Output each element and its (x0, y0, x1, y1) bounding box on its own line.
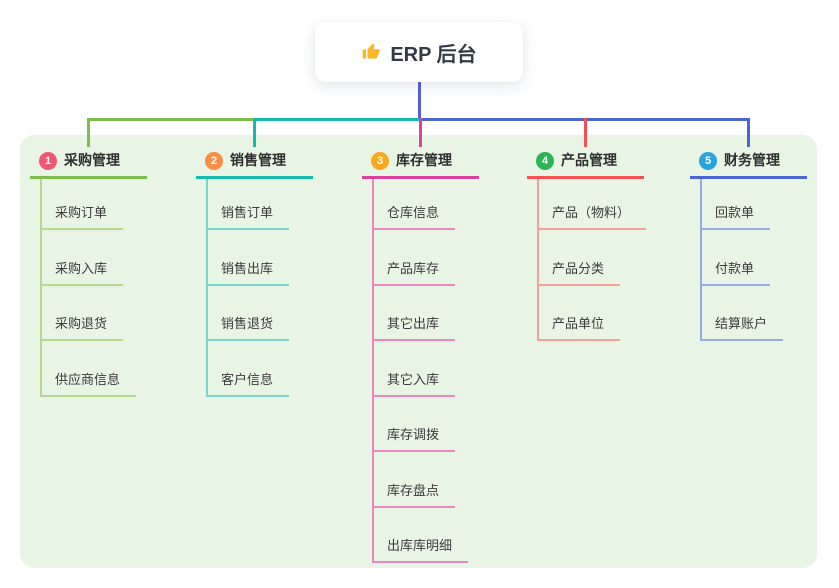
child-node-label: 采购订单 (55, 205, 108, 220)
child-node[interactable]: 产品（物料） (537, 203, 647, 230)
thumbs-up-icon (361, 42, 381, 62)
child-node[interactable]: 产品单位 (537, 314, 621, 341)
child-link-line (206, 179, 208, 397)
branch-label: 财务管理 (724, 152, 780, 168)
child-node[interactable]: 客户信息 (206, 370, 290, 397)
child-link-line (537, 179, 539, 341)
child-node[interactable]: 供应商信息 (40, 370, 137, 397)
branch-badge: 4 (536, 151, 554, 170)
child-link-line (372, 179, 374, 563)
child-node-label: 销售订单 (221, 205, 274, 220)
child-node[interactable]: 付款单 (700, 259, 771, 286)
child-node-label: 销售退货 (221, 316, 274, 331)
child-node[interactable]: 其它入库 (372, 370, 456, 397)
root-node-label: ERP 后台 (390, 43, 477, 66)
child-node[interactable]: 库存调拨 (372, 425, 456, 452)
branch-label: 库存管理 (396, 152, 452, 168)
child-node[interactable]: 采购订单 (40, 203, 124, 230)
child-node-label: 库存调拨 (387, 427, 440, 442)
child-node-label: 仓库信息 (387, 205, 440, 220)
branch-drop-line (87, 118, 90, 147)
child-node-label: 销售出库 (221, 260, 274, 276)
child-node[interactable]: 其它出库 (372, 314, 456, 341)
child-link-line (40, 179, 42, 397)
child-node-label: 采购退货 (55, 316, 108, 331)
child-node[interactable]: 出库库明细 (372, 536, 469, 563)
child-node[interactable]: 销售订单 (206, 203, 290, 230)
child-node-label: 采购入库 (55, 260, 108, 276)
branch-drop-line (747, 118, 750, 147)
branch-label: 销售管理 (230, 152, 286, 168)
branch-node-purchase[interactable]: 1 采购管理 (30, 150, 147, 179)
child-node[interactable]: 库存盘点 (372, 481, 456, 508)
branch-drop-line (253, 118, 256, 147)
connector-segment (253, 118, 422, 121)
child-node-label: 回款单 (715, 205, 755, 220)
child-node-label: 产品（物料） (552, 205, 631, 220)
child-node-label: 产品单位 (552, 316, 605, 331)
branch-node-finance[interactable]: 5 财务管理 (690, 150, 807, 179)
child-node-label: 库存盘点 (387, 482, 440, 498)
branch-badge: 5 (699, 151, 717, 170)
child-node-label: 付款单 (715, 260, 755, 276)
child-node[interactable]: 销售退货 (206, 314, 290, 341)
child-node-label: 产品分类 (552, 260, 605, 276)
child-node-label: 产品库存 (387, 260, 440, 276)
child-node[interactable]: 销售出库 (206, 259, 290, 286)
root-node[interactable]: ERP 后台 (315, 22, 523, 82)
branch-label: 采购管理 (64, 152, 120, 168)
child-node-label: 其它出库 (387, 316, 440, 331)
child-node-label: 其它入库 (387, 371, 440, 387)
branch-label: 产品管理 (561, 152, 617, 168)
child-node[interactable]: 产品分类 (537, 259, 621, 286)
child-node-label: 结算账户 (715, 316, 768, 331)
mindmap-panel (20, 135, 817, 568)
branch-badge: 2 (205, 151, 223, 170)
branch-node-product[interactable]: 4 产品管理 (527, 150, 644, 179)
child-node[interactable]: 采购入库 (40, 259, 124, 286)
child-node[interactable]: 结算账户 (700, 314, 784, 341)
branch-badge: 1 (39, 151, 57, 170)
child-node-label: 客户信息 (221, 371, 274, 387)
branch-node-sales[interactable]: 2 销售管理 (196, 150, 313, 179)
child-node-label: 出库库明细 (387, 538, 453, 553)
branch-node-inventory[interactable]: 3 库存管理 (362, 150, 479, 179)
child-node-label: 供应商信息 (55, 371, 121, 387)
child-node[interactable]: 仓库信息 (372, 203, 456, 230)
branch-badge: 3 (371, 151, 389, 170)
branch-drop-line (584, 118, 587, 147)
child-node[interactable]: 回款单 (700, 203, 771, 230)
child-link-line (700, 179, 702, 341)
branch-drop-line (419, 118, 422, 147)
child-node[interactable]: 产品库存 (372, 259, 456, 286)
child-node[interactable]: 采购退货 (40, 314, 124, 341)
root-connector-line (417, 82, 421, 121)
connector-segment (87, 118, 256, 121)
